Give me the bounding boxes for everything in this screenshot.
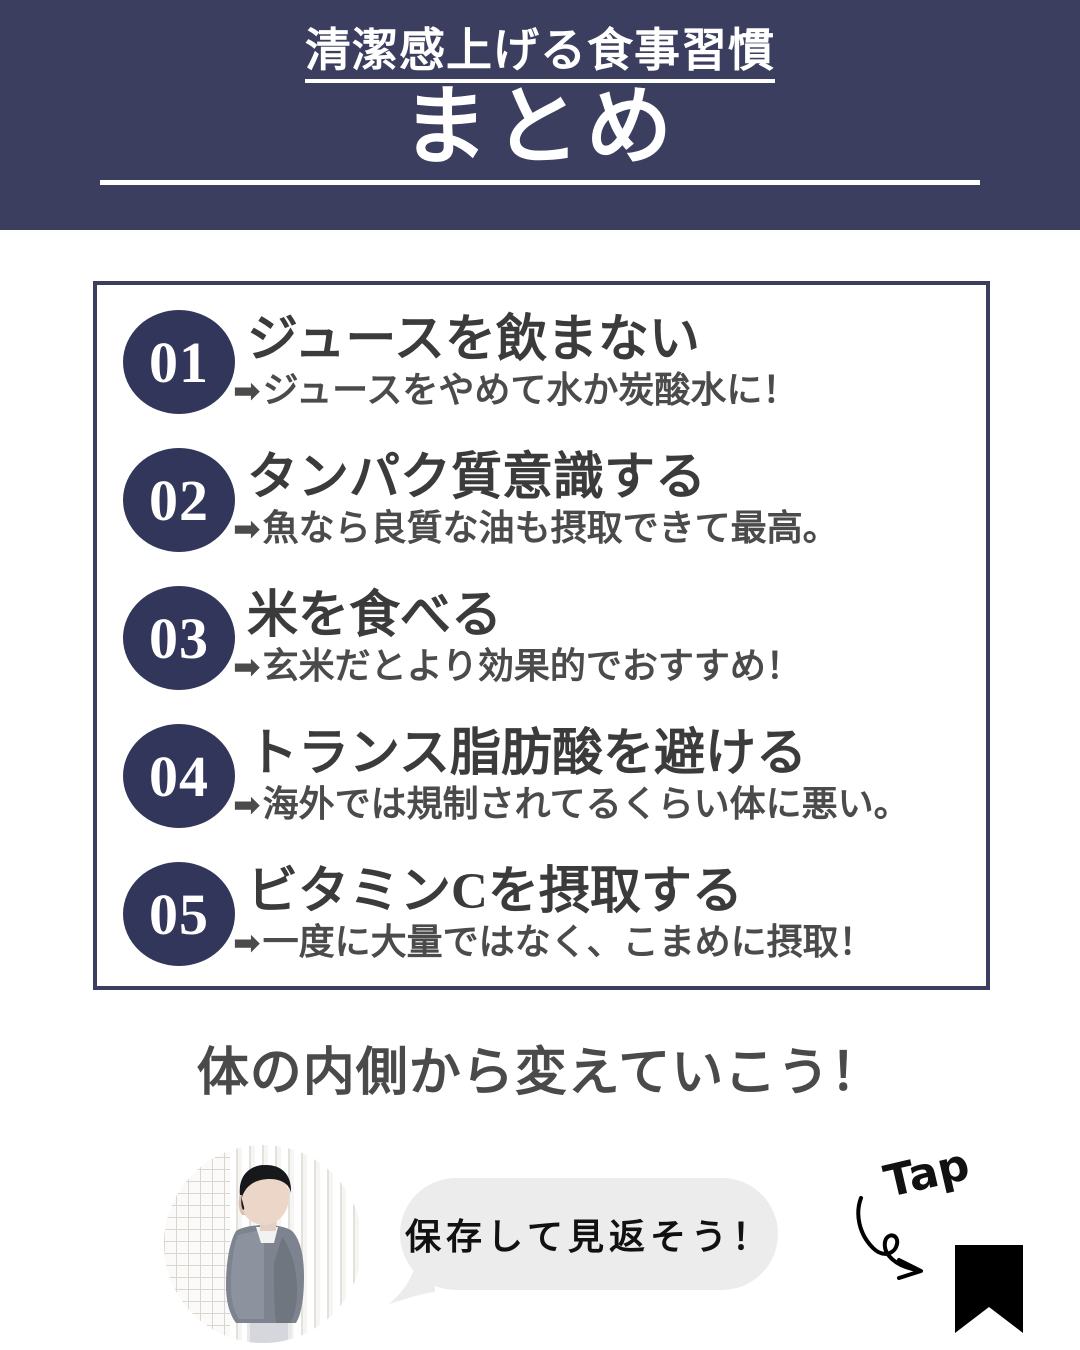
item-subtitle-text: 海外では規制されてるくらい体に悪い。	[262, 783, 910, 824]
list-item: 04 トランス脂肪酸を避ける ➡海外では規制されてるくらい体に悪い。	[97, 707, 986, 845]
item-subtitle: ➡海外では規制されてるくらい体に悪い。	[233, 784, 986, 825]
arrow-right-icon: ➡	[233, 370, 261, 410]
speech-bubble: 保存して見返そう！	[400, 1178, 778, 1290]
arrow-right-icon: ➡	[233, 508, 261, 548]
list-item: 05 ビタミンCを摂取する ➡一度に大量ではなく、こまめに摂取！	[97, 845, 986, 983]
item-title: ビタミンCを摂取する	[247, 863, 743, 920]
item-title: ジュースを飲まない	[247, 311, 700, 368]
item-subtitle-text: 一度に大量ではなく、こまめに摂取！	[262, 921, 875, 962]
item-subtitle: ➡玄米だとより効果的でおすすめ！	[233, 646, 986, 687]
arrow-right-icon: ➡	[233, 922, 261, 962]
bookmark-icon[interactable]	[955, 1245, 1023, 1333]
item-number-badge: 01	[123, 310, 235, 414]
item-number-badge: 05	[123, 862, 235, 966]
item-subtitle: ➡ジュースをやめて水か炭酸水に！	[233, 370, 986, 411]
arrow-right-icon: ➡	[233, 784, 261, 824]
speech-bubble-tail	[389, 1262, 435, 1304]
list-item: 01 ジュースを飲まない ➡ジュースをやめて水か炭酸水に！	[97, 293, 986, 431]
person-photo-illustration	[226, 1165, 304, 1343]
avatar-background-grid	[164, 1145, 230, 1343]
header-divider	[100, 180, 980, 185]
item-title: タンパク質意識する	[247, 449, 707, 506]
curved-arrow-icon	[856, 1196, 923, 1280]
list-item: 03 米を食べる ➡玄米だとより効果的でおすすめ！	[97, 569, 986, 707]
item-subtitle-text: ジュースをやめて水か炭酸水に！	[262, 369, 799, 410]
item-title: 米を食べる	[247, 587, 503, 644]
speech-bubble-text: 保存して見返そう！	[405, 1217, 773, 1258]
arrow-right-icon: ➡	[233, 646, 261, 686]
header-banner: 清潔感上げる食事習慣 まとめ	[0, 0, 1080, 230]
item-number-badge: 02	[123, 448, 235, 552]
item-number-badge: 03	[123, 586, 235, 690]
item-subtitle: ➡一度に大量ではなく、こまめに摂取！	[233, 922, 986, 963]
page-title: まとめ	[402, 77, 678, 177]
item-subtitle: ➡魚なら良質な油も摂取できて最高。	[233, 508, 986, 549]
item-subtitle-text: 魚なら良質な油も摂取できて最高。	[262, 507, 839, 548]
header-subtitle-text: 清潔感上げる食事習慣	[305, 25, 775, 83]
tagline: 体の内側から変えていこう！	[196, 1045, 884, 1102]
item-number-badge: 04	[123, 724, 235, 828]
avatar	[164, 1145, 362, 1343]
tips-list-box: 01 ジュースを飲まない ➡ジュースをやめて水か炭酸水に！ 02 タンパク質意識…	[93, 281, 990, 990]
list-item: 02 タンパク質意識する ➡魚なら良質な油も摂取できて最高。	[97, 431, 986, 569]
item-subtitle-text: 玄米だとより効果的でおすすめ！	[262, 645, 802, 686]
item-title: トランス脂肪酸を避ける	[247, 725, 807, 782]
header-subtitle: 清潔感上げる食事習慣	[0, 25, 1080, 83]
